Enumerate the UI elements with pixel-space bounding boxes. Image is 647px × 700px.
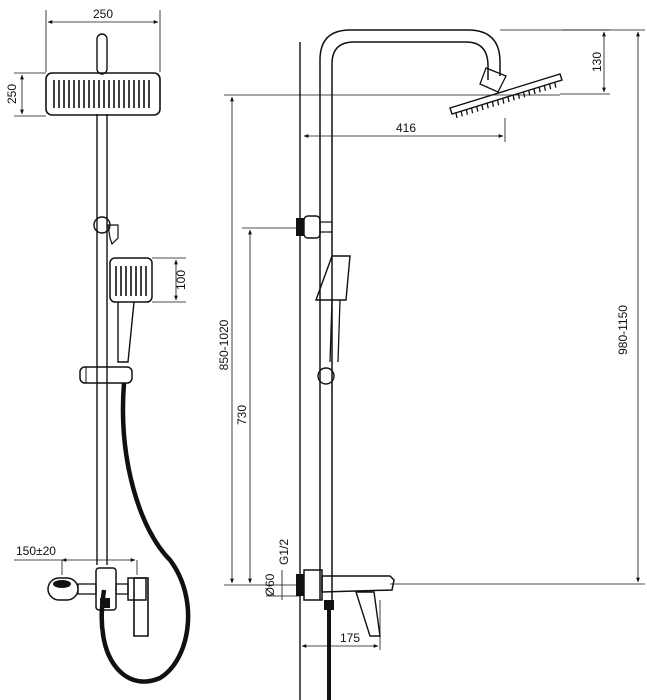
dim-flange: Ø60	[263, 573, 277, 596]
dim-arm-reach: 416	[396, 121, 416, 135]
mixer-left-cap	[53, 580, 71, 588]
hose-inner	[100, 382, 190, 683]
side-nozzle-mark	[465, 109, 469, 115]
mixer-right-eccentric	[127, 577, 147, 601]
shower-head-front	[45, 72, 161, 116]
side-view: 130 416 980-1150 850-1020 730	[217, 29, 645, 700]
mixer-bar-right	[115, 583, 129, 595]
shower-head-side-nozzles	[455, 82, 557, 119]
shower-head-nozzles	[53, 80, 150, 108]
side-nozzle-mark	[538, 87, 541, 93]
mixer-outlet	[100, 598, 110, 608]
dim-thread: G1/2	[277, 539, 291, 565]
side-nozzle-mark	[548, 84, 552, 90]
side-nozzle-mark	[507, 96, 510, 103]
bracket-clamp	[303, 215, 321, 239]
mixer-wall-plate	[296, 574, 304, 596]
riser-inner	[331, 41, 489, 600]
side-nozzle-mark	[554, 82, 557, 88]
slider-holder	[79, 366, 133, 384]
dim-head-depth: 250	[5, 84, 19, 104]
dim-spout-reach: 175	[340, 631, 360, 645]
side-nozzle-mark	[481, 104, 484, 111]
side-nozzle-mark	[486, 103, 489, 109]
wall-bracket	[296, 218, 304, 236]
mixer-side-lever	[355, 591, 381, 637]
mixer-side-outlet	[324, 600, 334, 610]
riser-outer	[319, 29, 501, 600]
mixer-bar	[77, 583, 97, 595]
hand-shower-side-handle	[329, 299, 333, 363]
front-view: 250 250 100 150±20	[5, 7, 191, 684]
side-nozzle-mark	[502, 98, 505, 104]
dim-overall-height: 980-1150	[616, 305, 630, 355]
hand-shower-nozzles	[115, 266, 147, 296]
side-nozzle-mark	[491, 101, 495, 107]
dim-rail-height: 850-1020	[217, 319, 231, 370]
mixer-lever	[133, 577, 149, 637]
hand-shower-side	[315, 255, 351, 301]
side-nozzle-mark	[517, 93, 521, 99]
dim-hand-shower: 100	[174, 270, 188, 290]
side-nozzle-mark	[476, 106, 479, 112]
rail-top	[96, 33, 108, 75]
side-nozzle-mark	[470, 108, 474, 114]
diverter-lever	[107, 224, 119, 246]
shower-head-side	[449, 73, 563, 115]
dim-arm-height: 130	[590, 52, 604, 72]
side-nozzle-mark	[455, 112, 458, 119]
side-nozzle-mark	[543, 85, 547, 91]
dim-mixer-spacing: 150±20	[16, 544, 56, 558]
slider-side	[317, 367, 335, 385]
dim-head-width: 250	[93, 7, 113, 21]
mixer-side-spout	[321, 575, 395, 593]
dim-holder-height: 730	[235, 405, 249, 425]
hand-shower-handle	[117, 301, 135, 363]
hand-shower-side-handle	[337, 299, 341, 363]
swivel-joint	[479, 67, 507, 93]
side-nozzle-mark	[533, 88, 536, 95]
side-nozzle-mark	[460, 111, 463, 117]
side-nozzle-mark	[496, 100, 500, 106]
hand-shower-head	[109, 257, 153, 303]
side-nozzle-mark	[512, 95, 515, 101]
